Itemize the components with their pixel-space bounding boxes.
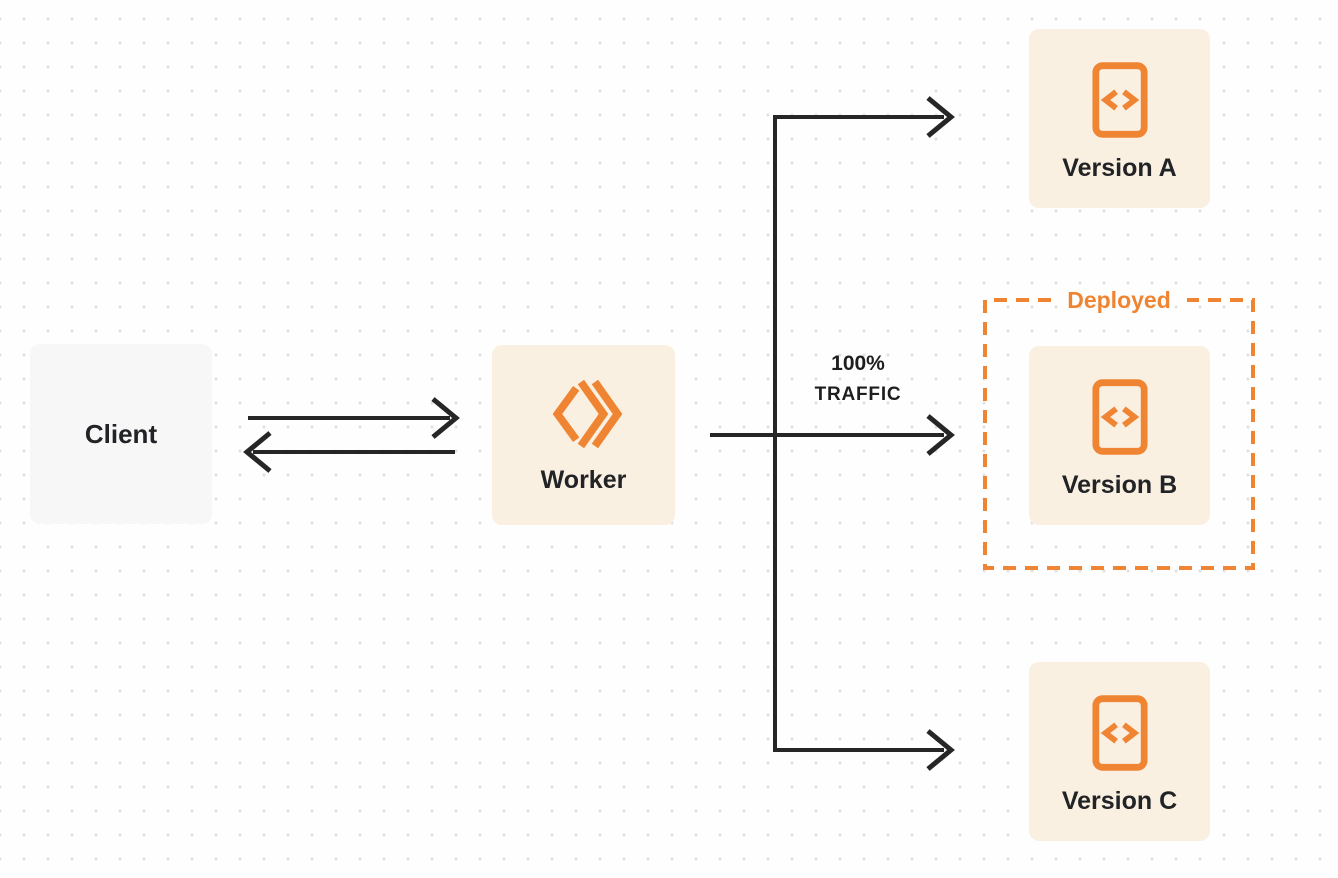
- worker-label: Worker: [540, 466, 627, 494]
- version-node-c: Version C: [1029, 662, 1210, 841]
- version-node-b: Version B: [1029, 346, 1210, 525]
- worker-node: Worker: [492, 345, 675, 525]
- arrow-to-version-c: [773, 729, 955, 771]
- code-file-icon: [1091, 61, 1148, 138]
- deployed-group-label: Deployed: [1067, 287, 1171, 313]
- version-a-label: Version A: [1062, 153, 1177, 182]
- traffic-percent: 100%: [831, 352, 885, 375]
- client-node: Client: [30, 344, 212, 524]
- client-label: Client: [84, 418, 158, 449]
- version-c-label: Version C: [1061, 786, 1178, 815]
- version-b-label: Version B: [1061, 470, 1178, 499]
- traffic-label: 100% TRAFFIC: [788, 349, 928, 410]
- version-node-a: Version A: [1029, 29, 1210, 208]
- arrow-worker-to-client: [243, 431, 455, 473]
- arrow-to-version-a: [773, 96, 955, 138]
- workers-logo-icon: [552, 379, 622, 449]
- code-file-icon: [1091, 378, 1148, 455]
- arrow-to-version-b: [710, 414, 955, 456]
- deployed-dashed-border: [983, 298, 1255, 570]
- code-file-icon: [1091, 694, 1148, 771]
- arrow-client-to-worker: [248, 397, 460, 439]
- traffic-word: TRAFFIC: [814, 384, 902, 405]
